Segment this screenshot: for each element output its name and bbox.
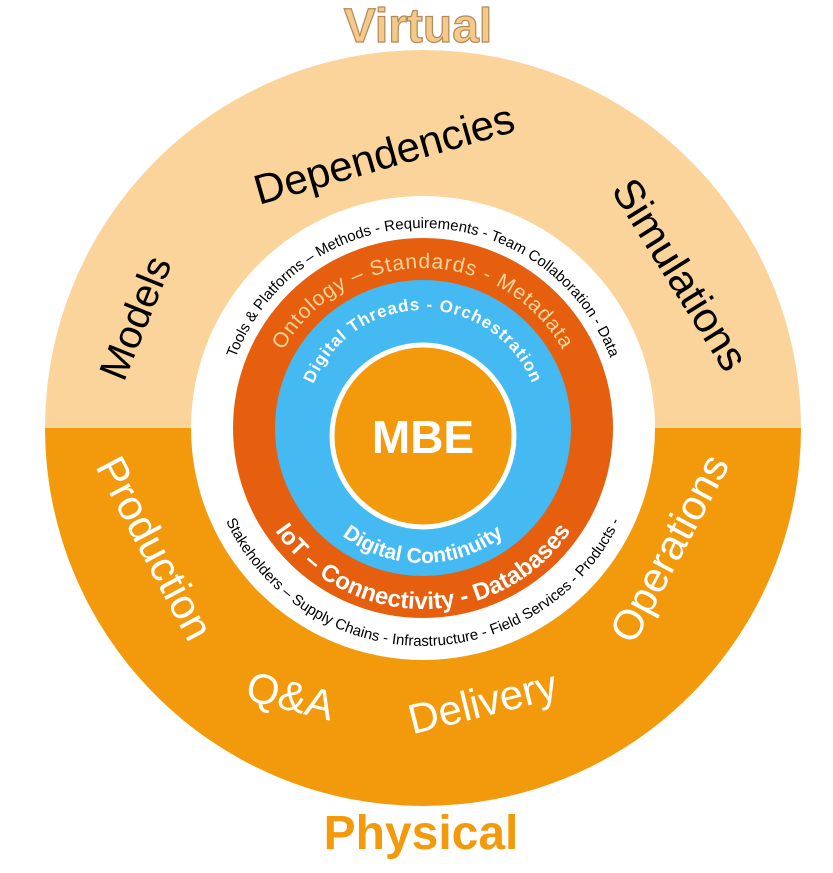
virtual-label: Virtual <box>344 0 493 53</box>
physical-label: Physical <box>324 807 519 860</box>
core-label: MBE <box>372 411 474 463</box>
core-circle <box>329 342 517 530</box>
